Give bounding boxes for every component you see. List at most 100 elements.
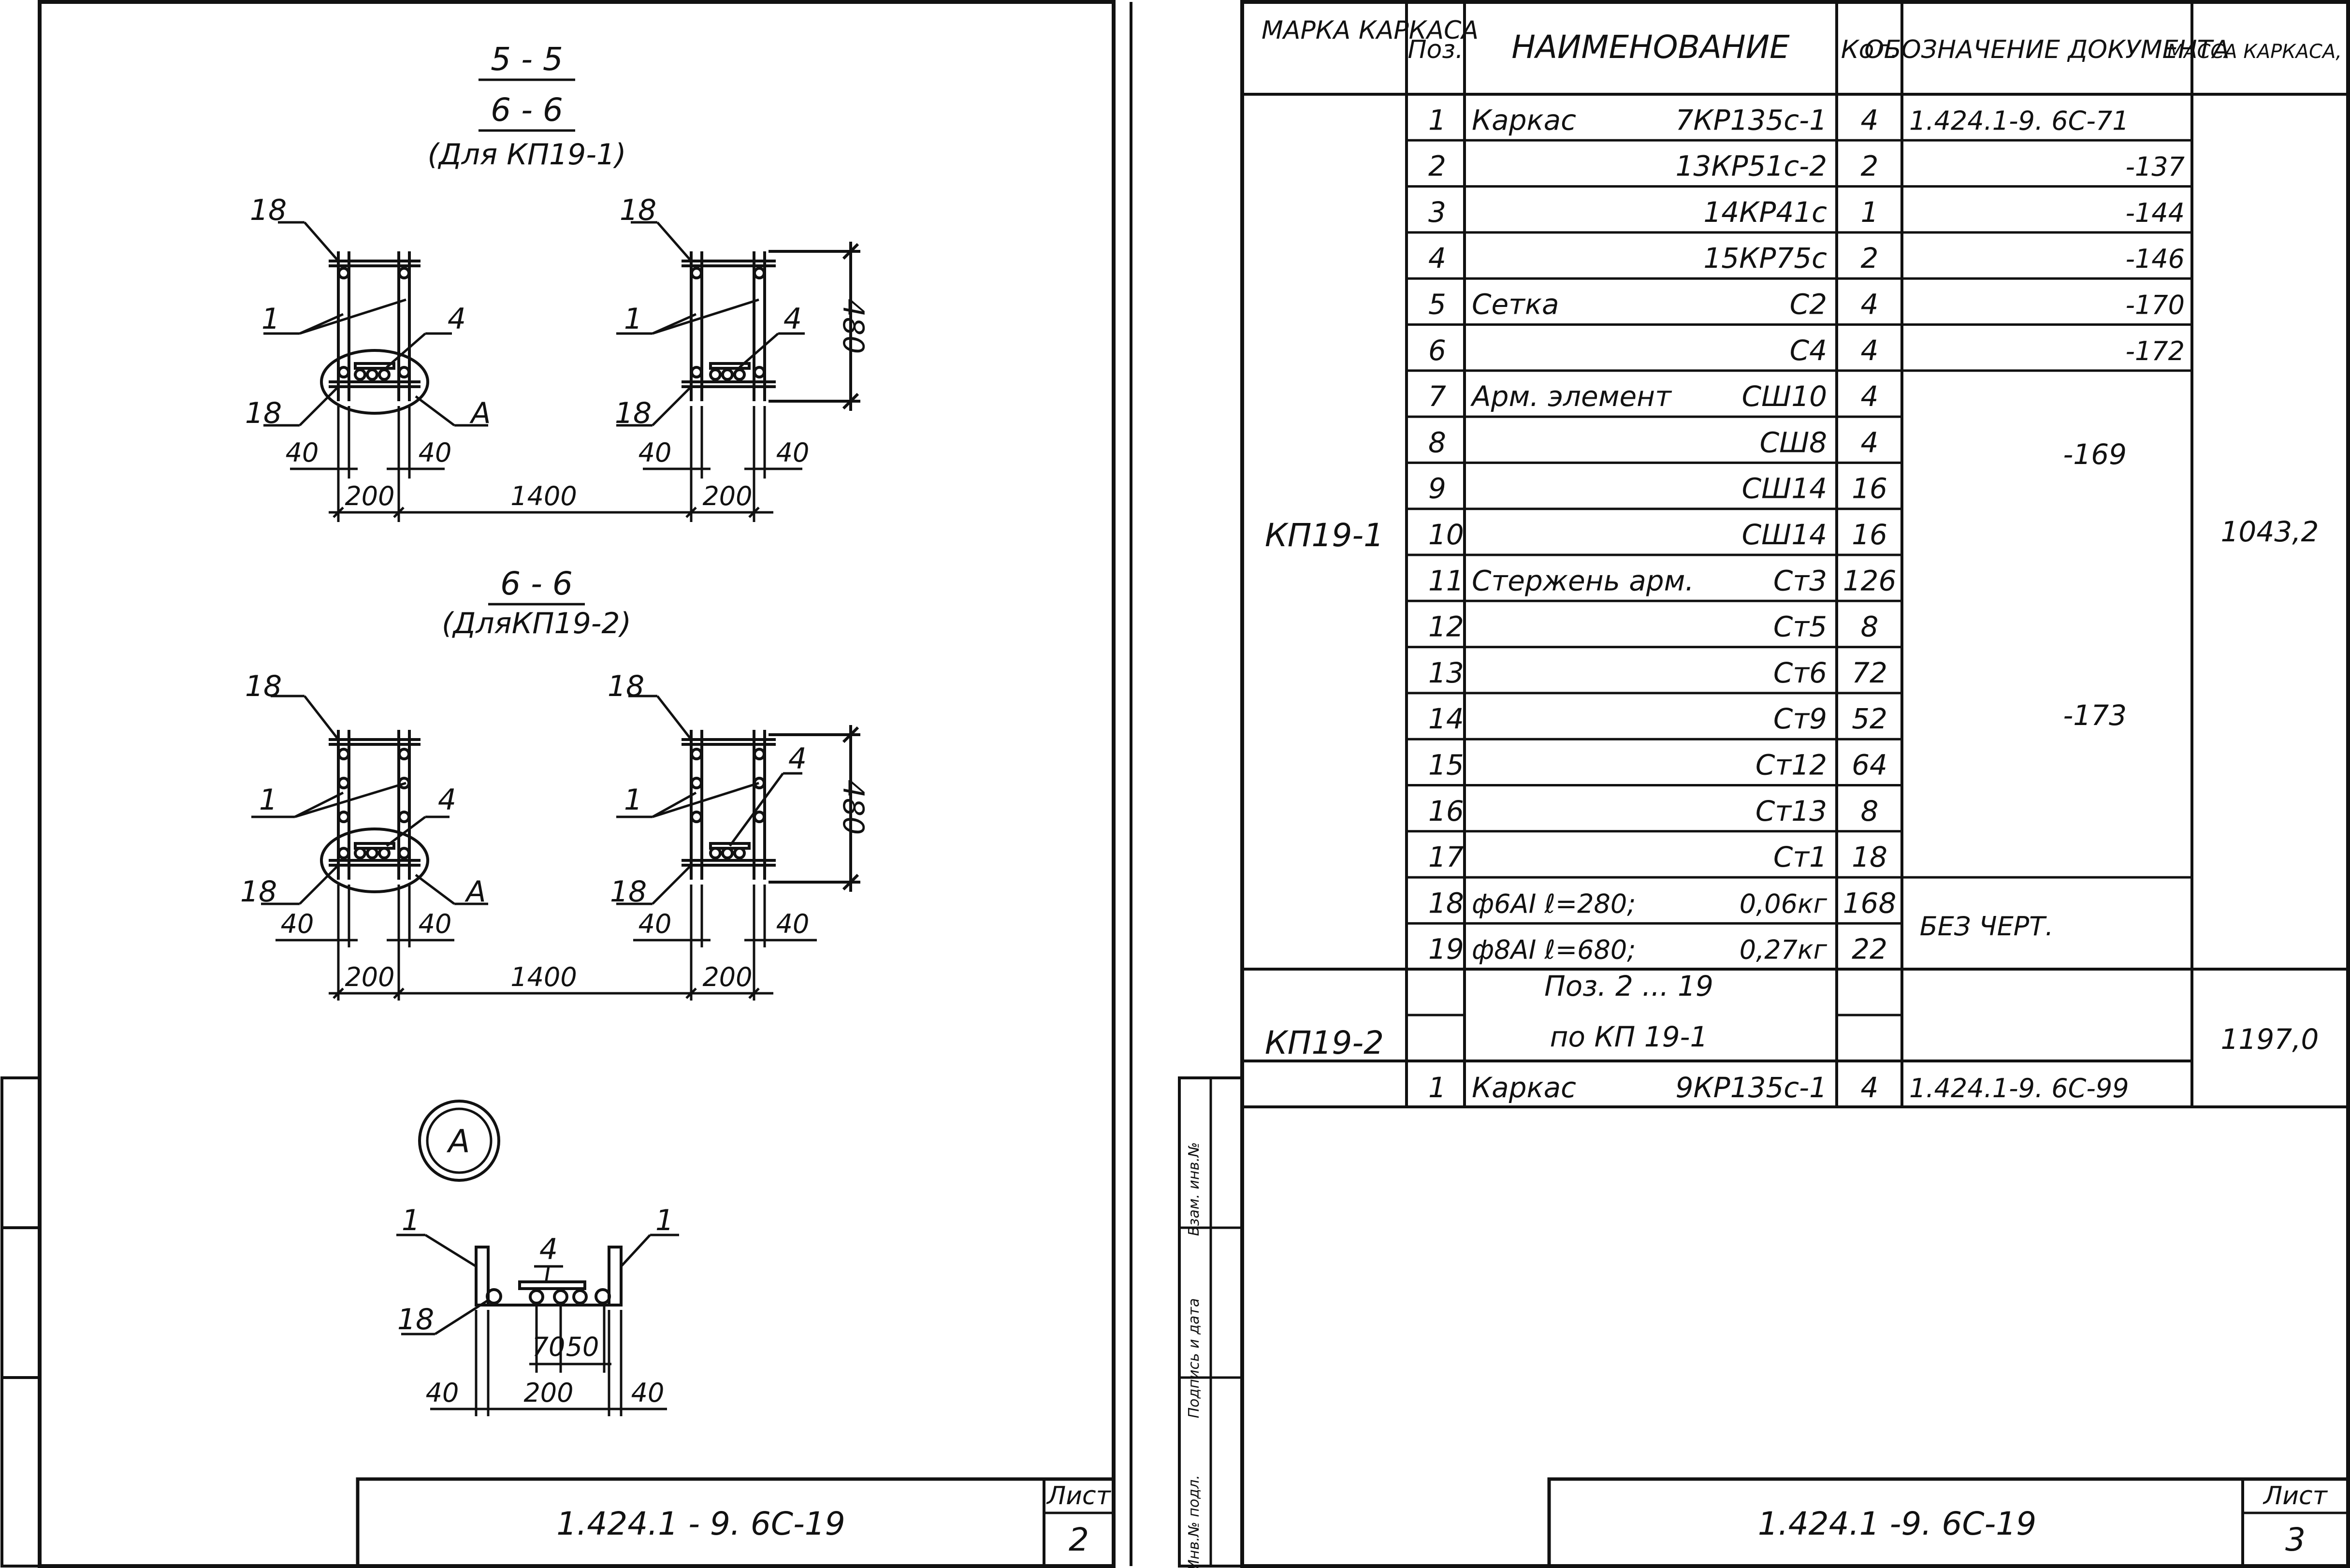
spec-row-2-pos: 2 [1428, 150, 1446, 183]
side-label-signature: Подпись и дата [1186, 1298, 1203, 1419]
dim-40: 40 [286, 437, 319, 468]
spec-row-7-name: Арм. элемент [1470, 380, 1672, 413]
spec-row-lines [1242, 139, 2348, 1108]
kp19-2-row-sub: 9КР135с-1 [1676, 1071, 1827, 1104]
callout-18: 18 [610, 875, 647, 909]
cage-section-kp19-1-left [320, 251, 429, 415]
callout-4: 4 [788, 742, 807, 776]
document-code: 1.424.1 -9. 6С-19 [1758, 1505, 2037, 1542]
spec-row-11-qty: 126 [1843, 564, 1897, 597]
spec-row-10-pos: 10 [1428, 518, 1464, 551]
dim-40: 40 [776, 437, 810, 468]
spec-row-4-pos: 4 [1428, 242, 1446, 275]
section-title-6-6-a: 6 - 6 [491, 91, 563, 129]
kp19-2-row-qty: 4 [1861, 1071, 1879, 1104]
spec-row-1-qty: 4 [1861, 103, 1879, 136]
spec-row-17-pos: 17 [1428, 841, 1464, 873]
dim-40: 40 [638, 909, 672, 939]
sheet-label: Лист [2263, 1481, 2328, 1510]
sheet-number: 3 [2285, 1521, 2306, 1558]
group-mass-kp19-1: 1043,2 [2221, 515, 2319, 548]
node-a-circle-inner [426, 1107, 493, 1174]
kp19-2-note-line-1: Поз. 2 ... 19 [1544, 970, 1713, 1002]
dim-chain-kp19-1 [290, 406, 802, 522]
spec-row-18-pos: 18 [1428, 886, 1464, 919]
group-mass-kp19-2: 1197,0 [2221, 1023, 2319, 1056]
callout-18: 18 [245, 396, 282, 430]
spec-row-12-sub: Ст5 [1773, 610, 1827, 643]
spec-row-19-sub: 0,27кг [1740, 935, 1828, 965]
kp19-2-row-doc: 1.424.1-9. 6С-99 [1909, 1073, 2129, 1103]
node-a-ellipse [320, 828, 429, 893]
section-title-5-5: 5 - 5 [491, 41, 563, 78]
callouts-kp19-2-right [616, 695, 802, 905]
spec-row-19-qty: 22 [1852, 933, 1887, 966]
kp19-2-note-line-2: по КП 19-1 [1550, 1020, 1708, 1053]
dim-50: 50 [566, 1332, 599, 1362]
callout-18: 18 [245, 669, 282, 703]
callout-18: 18 [608, 669, 644, 703]
spec-row-10-qty: 16 [1852, 518, 1887, 551]
node-a-dims [430, 1305, 667, 1416]
header-qty: Кол. [1841, 35, 1899, 64]
kp19-2-row-name: Каркас [1472, 1071, 1576, 1104]
spec-row-14-sub: Ст9 [1773, 702, 1827, 735]
spec-row-4-doc: -146 [2125, 244, 2185, 274]
spec-row-13-qty: 72 [1852, 656, 1887, 689]
header-mark: МАРКА КАРКАСА [1262, 16, 1479, 45]
spec-row-14-pos: 14 [1428, 702, 1464, 735]
doc-merged-rows-18-19: БЕЗ ЧЕРТ. [1920, 911, 2054, 942]
spec-row-1-doc: 1.424.1-9. 6С-71 [1909, 105, 2129, 136]
callout-1: 1 [624, 302, 642, 336]
dim-40: 40 [281, 909, 314, 939]
spec-row-2-doc: -137 [2125, 152, 2185, 182]
cage-section-kp19-2-right [682, 725, 860, 892]
caption-for-kp19-2: (ДляКП19-2) [442, 607, 631, 640]
group-mark-kp19-1: КП19-1 [1265, 517, 1384, 554]
spec-row-2-qty: 2 [1861, 150, 1879, 183]
side-label-inv: Инв.№ подл. [1186, 1475, 1203, 1568]
callout-18: 18 [240, 875, 277, 909]
callout-4: 4 [539, 1233, 558, 1266]
spec-row-3-doc: -144 [2125, 198, 2185, 228]
spec-row-7-pos: 7 [1428, 380, 1446, 413]
spec-row-9-qty: 16 [1852, 472, 1887, 505]
callouts-kp19-1-left [263, 221, 488, 427]
spec-row-10-sub: СШ14 [1742, 518, 1827, 551]
section-title-6-6-b: 6 - 6 [500, 565, 573, 602]
spec-row-18-name: ф6АI ℓ=280; [1472, 888, 1636, 919]
spec-row-3-sub: 14КР41с [1703, 196, 1827, 229]
callout-node-a: А [469, 396, 491, 430]
callout-1: 1 [261, 302, 280, 336]
sheet-number: 2 [1069, 1521, 1089, 1558]
spec-row-5-name: Сетка [1472, 288, 1559, 321]
spec-row-16-pos: 16 [1428, 795, 1464, 828]
cage-section-kp19-1-right [682, 242, 860, 411]
caption-for-kp19-1: (Для КП19-1) [427, 138, 626, 172]
spec-row-3-pos: 3 [1428, 196, 1446, 229]
callout-4: 4 [448, 302, 466, 336]
spec-row-18-qty: 168 [1843, 886, 1897, 919]
spec-row-4-sub: 15КР75с [1703, 242, 1827, 275]
spec-row-2-sub: 13КР51с-2 [1676, 150, 1827, 183]
spec-row-3-qty: 1 [1861, 196, 1879, 229]
spec-row-5-qty: 4 [1861, 288, 1879, 321]
spec-row-11-sub: Ст3 [1773, 564, 1827, 597]
doc-merged-rows-11-17: -173 [2063, 699, 2127, 732]
spec-row-7-qty: 4 [1861, 380, 1879, 413]
dim-40: 40 [631, 1378, 665, 1408]
spec-row-15-qty: 64 [1852, 749, 1887, 782]
spec-row-12-pos: 12 [1428, 610, 1464, 643]
node-a-ellipse [320, 349, 429, 415]
spec-row-16-sub: Ст13 [1755, 795, 1827, 828]
spec-row-1-name: Каркас [1472, 103, 1576, 136]
callout-1: 1 [655, 1204, 674, 1237]
header-pos: Поз. [1407, 35, 1463, 64]
title-block-sheet-2 [356, 1477, 1116, 1568]
spec-row-8-sub: СШ8 [1760, 426, 1827, 459]
spec-row-14-qty: 52 [1852, 702, 1887, 735]
spec-row-17-sub: Ст1 [1773, 841, 1827, 873]
spec-row-15-sub: Ст12 [1755, 749, 1827, 782]
callout-18: 18 [397, 1303, 434, 1336]
dim-40: 40 [426, 1378, 459, 1408]
